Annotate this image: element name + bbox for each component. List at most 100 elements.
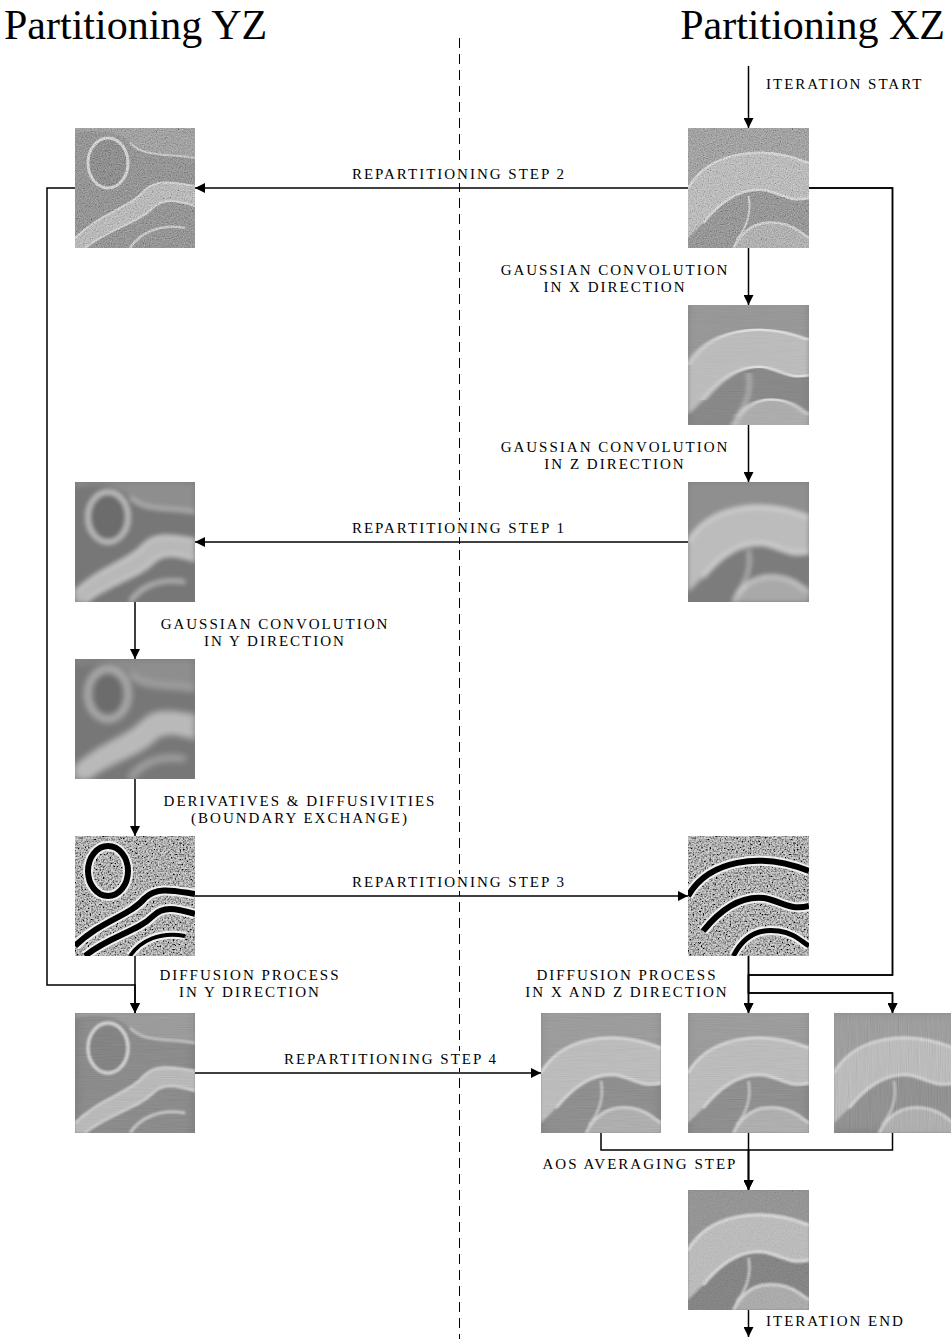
- image-panel: [688, 1013, 809, 1133]
- image-panel: [834, 1013, 951, 1133]
- scan-image: [70, 123, 200, 253]
- flow-connector: [748, 248, 750, 305]
- scan-image: [683, 1185, 814, 1315]
- scan-image: [70, 654, 200, 784]
- scan-image: [75, 1013, 195, 1133]
- flow-connector: [134, 602, 136, 659]
- step-label-slot: REPARTITIONING STEP 3: [350, 874, 568, 891]
- scan-image: [70, 477, 200, 607]
- image-panel: [75, 482, 195, 602]
- image-panel: [75, 128, 195, 248]
- flow-connector: [749, 956, 893, 1013]
- flow-connector: [134, 779, 136, 836]
- scan-image: [75, 836, 195, 956]
- step-label-slot: REPARTITIONING STEP 1: [350, 520, 568, 537]
- image-panel: [75, 1013, 195, 1133]
- scan-image: [834, 1013, 951, 1133]
- image-panel: [688, 836, 809, 956]
- step-label: DIFFUSION PROCESS IN Y DIRECTION: [153, 967, 347, 1001]
- end-arrow: [748, 1310, 750, 1337]
- flow-connector: [195, 541, 688, 543]
- image-panel: [541, 1013, 661, 1133]
- scan-image: [75, 1013, 195, 1133]
- scan-image: [688, 1013, 809, 1133]
- scan-image: [541, 1013, 661, 1133]
- scan-image: [683, 123, 814, 253]
- step-label: REPARTITIONING STEP 3: [350, 874, 568, 891]
- scan-image: [683, 1185, 814, 1315]
- scan-image: [688, 1190, 809, 1310]
- partition-title: Partitioning YZ: [4, 4, 267, 46]
- flow-connector: [47, 188, 135, 1013]
- flow-connector: [748, 425, 750, 482]
- scan-image: [834, 1013, 951, 1133]
- flow-connector: [195, 187, 688, 189]
- scan-image: [688, 836, 809, 956]
- scan-image: [688, 1013, 809, 1133]
- scan-image: [683, 1008, 814, 1138]
- step-label-slot: AOS AVERAGING STEP: [541, 1156, 740, 1173]
- flow-connector: [195, 1072, 541, 1074]
- image-panel: [75, 659, 195, 779]
- partition-title: Partitioning XZ: [680, 4, 945, 46]
- scan-image: [829, 1008, 951, 1138]
- iteration-marker: ITERATION END: [766, 1313, 905, 1330]
- flow-connector: [749, 188, 893, 1013]
- partition-divider: [459, 38, 460, 1339]
- step-label-slot: REPARTITIONING STEP 4: [282, 1051, 500, 1068]
- step-label-slot: DIFFUSION PROCESS IN Y DIRECTION: [153, 967, 347, 1001]
- step-label: DIFFUSION PROCESS IN X AND Z DIRECTION: [524, 967, 730, 1001]
- scan-image: [683, 477, 814, 607]
- step-label-slot: GAUSSIAN CONVOLUTION IN Z DIRECTION: [495, 439, 735, 473]
- image-panel: [688, 128, 809, 248]
- flow-connector: [749, 1133, 893, 1190]
- image-panel: [688, 305, 809, 425]
- step-label-slot: GAUSSIAN CONVOLUTION IN Y DIRECTION: [155, 616, 395, 650]
- image-panel: [688, 482, 809, 602]
- step-label: REPARTITIONING STEP 4: [282, 1051, 500, 1068]
- step-label: GAUSSIAN CONVOLUTION IN X DIRECTION: [495, 262, 735, 296]
- scan-image: [70, 477, 200, 607]
- scan-image: [75, 128, 195, 248]
- step-label-slot: DERIVATIVES & DIFFUSIVITIES (BOUNDARY EX…: [150, 793, 450, 827]
- image-panel: [688, 1190, 809, 1310]
- scan-image: [688, 836, 809, 956]
- step-label: GAUSSIAN CONVOLUTION IN Y DIRECTION: [155, 616, 395, 650]
- scan-image: [688, 128, 809, 248]
- iteration-label: ITERATION END: [766, 1313, 905, 1330]
- flow-connector: [195, 895, 688, 897]
- title-text: Partitioning YZ: [4, 4, 267, 46]
- scan-image: [683, 477, 814, 607]
- step-label: AOS AVERAGING STEP: [541, 1156, 740, 1173]
- step-label: REPARTITIONING STEP 2: [350, 166, 568, 183]
- scan-image: [75, 836, 195, 956]
- scan-image: [70, 123, 200, 253]
- scan-image: [70, 654, 200, 784]
- step-label-slot: REPARTITIONING STEP 2: [350, 166, 568, 183]
- scan-image: [70, 1008, 200, 1138]
- step-label-slot: DIFFUSION PROCESS IN X AND Z DIRECTION: [524, 967, 730, 1001]
- scan-image: [683, 300, 814, 430]
- scan-image: [541, 1013, 661, 1133]
- step-label-slot: GAUSSIAN CONVOLUTION IN X DIRECTION: [495, 262, 735, 296]
- scan-image: [683, 1008, 814, 1138]
- step-label: GAUSSIAN CONVOLUTION IN Z DIRECTION: [495, 439, 735, 473]
- title-text: Partitioning XZ: [680, 4, 945, 46]
- image-panel: [75, 836, 195, 956]
- scan-image: [683, 123, 814, 253]
- scan-image: [688, 305, 809, 425]
- step-label: DERIVATIVES & DIFFUSIVITIES (BOUNDARY EX…: [150, 793, 450, 827]
- iteration-marker: ITERATION START: [766, 76, 923, 93]
- step-label: REPARTITIONING STEP 1: [350, 520, 568, 537]
- start-arrow: [748, 66, 750, 128]
- scan-image: [536, 1008, 666, 1138]
- flow-connector: [749, 188, 893, 1013]
- iteration-label: ITERATION START: [766, 76, 923, 93]
- scan-image: [829, 1008, 951, 1138]
- scan-image: [683, 300, 814, 430]
- scan-image: [688, 305, 809, 425]
- scan-image: [536, 1008, 666, 1138]
